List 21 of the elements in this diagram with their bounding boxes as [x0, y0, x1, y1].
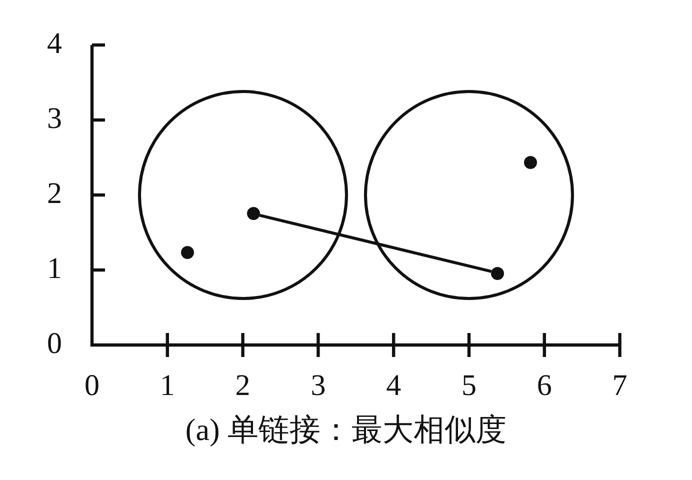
- data-point: [524, 156, 537, 170]
- tick-label: 3: [47, 104, 62, 134]
- tick-label: 2: [47, 179, 62, 209]
- connector-line: [259, 214, 492, 273]
- tick-label: 2: [235, 371, 250, 401]
- tick-label: 6: [536, 371, 552, 401]
- cluster-circle: [364, 90, 574, 300]
- tick-label: 1: [47, 254, 62, 284]
- data-point: [491, 266, 504, 280]
- tick-label: 4: [386, 371, 402, 401]
- tick-label: 1: [160, 371, 175, 401]
- tick-label: 7: [612, 371, 628, 401]
- data-point: [246, 207, 260, 220]
- data-point: [180, 246, 194, 260]
- tick-label: 0: [84, 371, 100, 401]
- tick-label: 4: [47, 29, 62, 59]
- tick-label: 3: [310, 371, 326, 401]
- tick-label: 0: [47, 329, 62, 359]
- caption: (a) 单链接：最大相似度: [185, 412, 507, 447]
- tick-label: 5: [462, 371, 476, 401]
- cluster-circle: [138, 90, 348, 300]
